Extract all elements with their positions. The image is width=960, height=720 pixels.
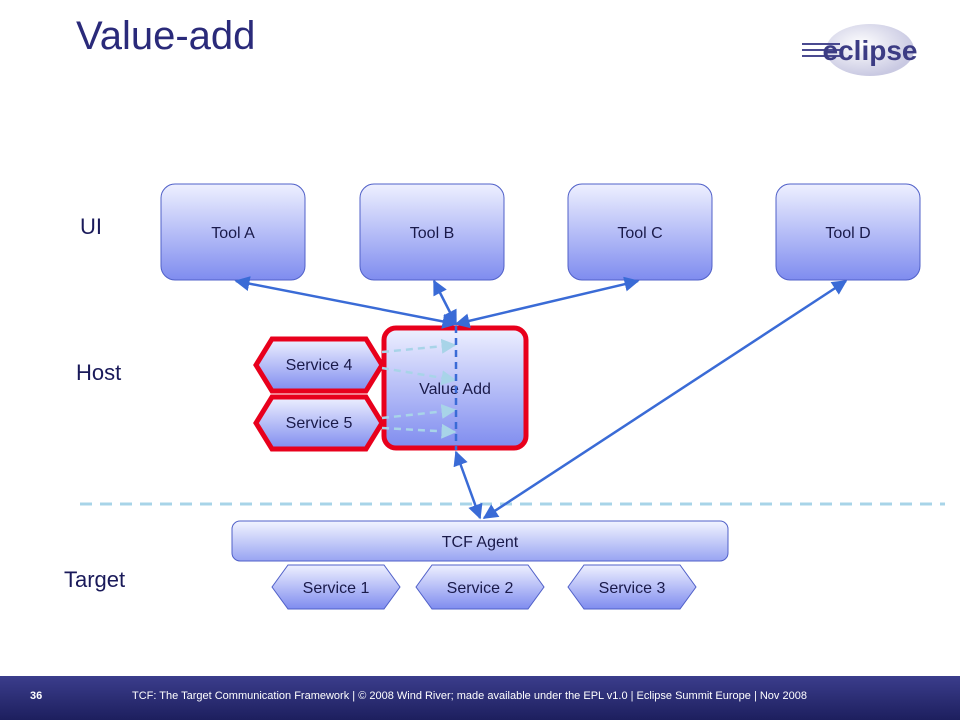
tcf-agent-bar: TCF Agent (231, 520, 729, 562)
tool-a-label: Tool A (211, 225, 255, 242)
service-3-hexagon: Service 3 (567, 564, 697, 610)
eclipse-logo: eclipse (800, 20, 940, 85)
tool-c-box: Tool C (567, 183, 713, 281)
service-2-hexagon: Service 2 (415, 564, 545, 610)
tcf-agent-label: TCF Agent (442, 534, 519, 551)
page-number: 36 (30, 690, 43, 702)
service-links (381, 338, 457, 439)
service-5-hexagon: Service 5 (253, 394, 385, 452)
tool-a-box: Tool A (160, 183, 306, 281)
tool-c-label: Tool C (617, 225, 662, 242)
tool-b-box: Tool B (359, 183, 505, 281)
tool-b-label: Tool B (410, 225, 454, 242)
service-5-label: Service 5 (286, 415, 353, 432)
slide-title: Value-add (76, 14, 256, 58)
tool-d-label: Tool D (825, 225, 870, 242)
service-2-label: Service 2 (447, 580, 514, 597)
layer-label-ui: UI (80, 214, 102, 239)
connection-arrows (234, 276, 848, 520)
layer-label-host: Host (76, 360, 122, 385)
tool-d-box: Tool D (775, 183, 921, 281)
service-3-label: Service 3 (599, 580, 666, 597)
service-4-hexagon: Service 4 (253, 336, 385, 394)
service-1-label: Service 1 (303, 580, 370, 597)
layer-label-target: Target (64, 567, 126, 592)
footer-text: TCF: The Target Communication Framework … (132, 690, 807, 702)
logo-text: eclipse (823, 35, 918, 66)
service-4-label: Service 4 (286, 357, 353, 374)
footer-bar (0, 676, 960, 720)
service-1-hexagon: Service 1 (271, 564, 401, 610)
